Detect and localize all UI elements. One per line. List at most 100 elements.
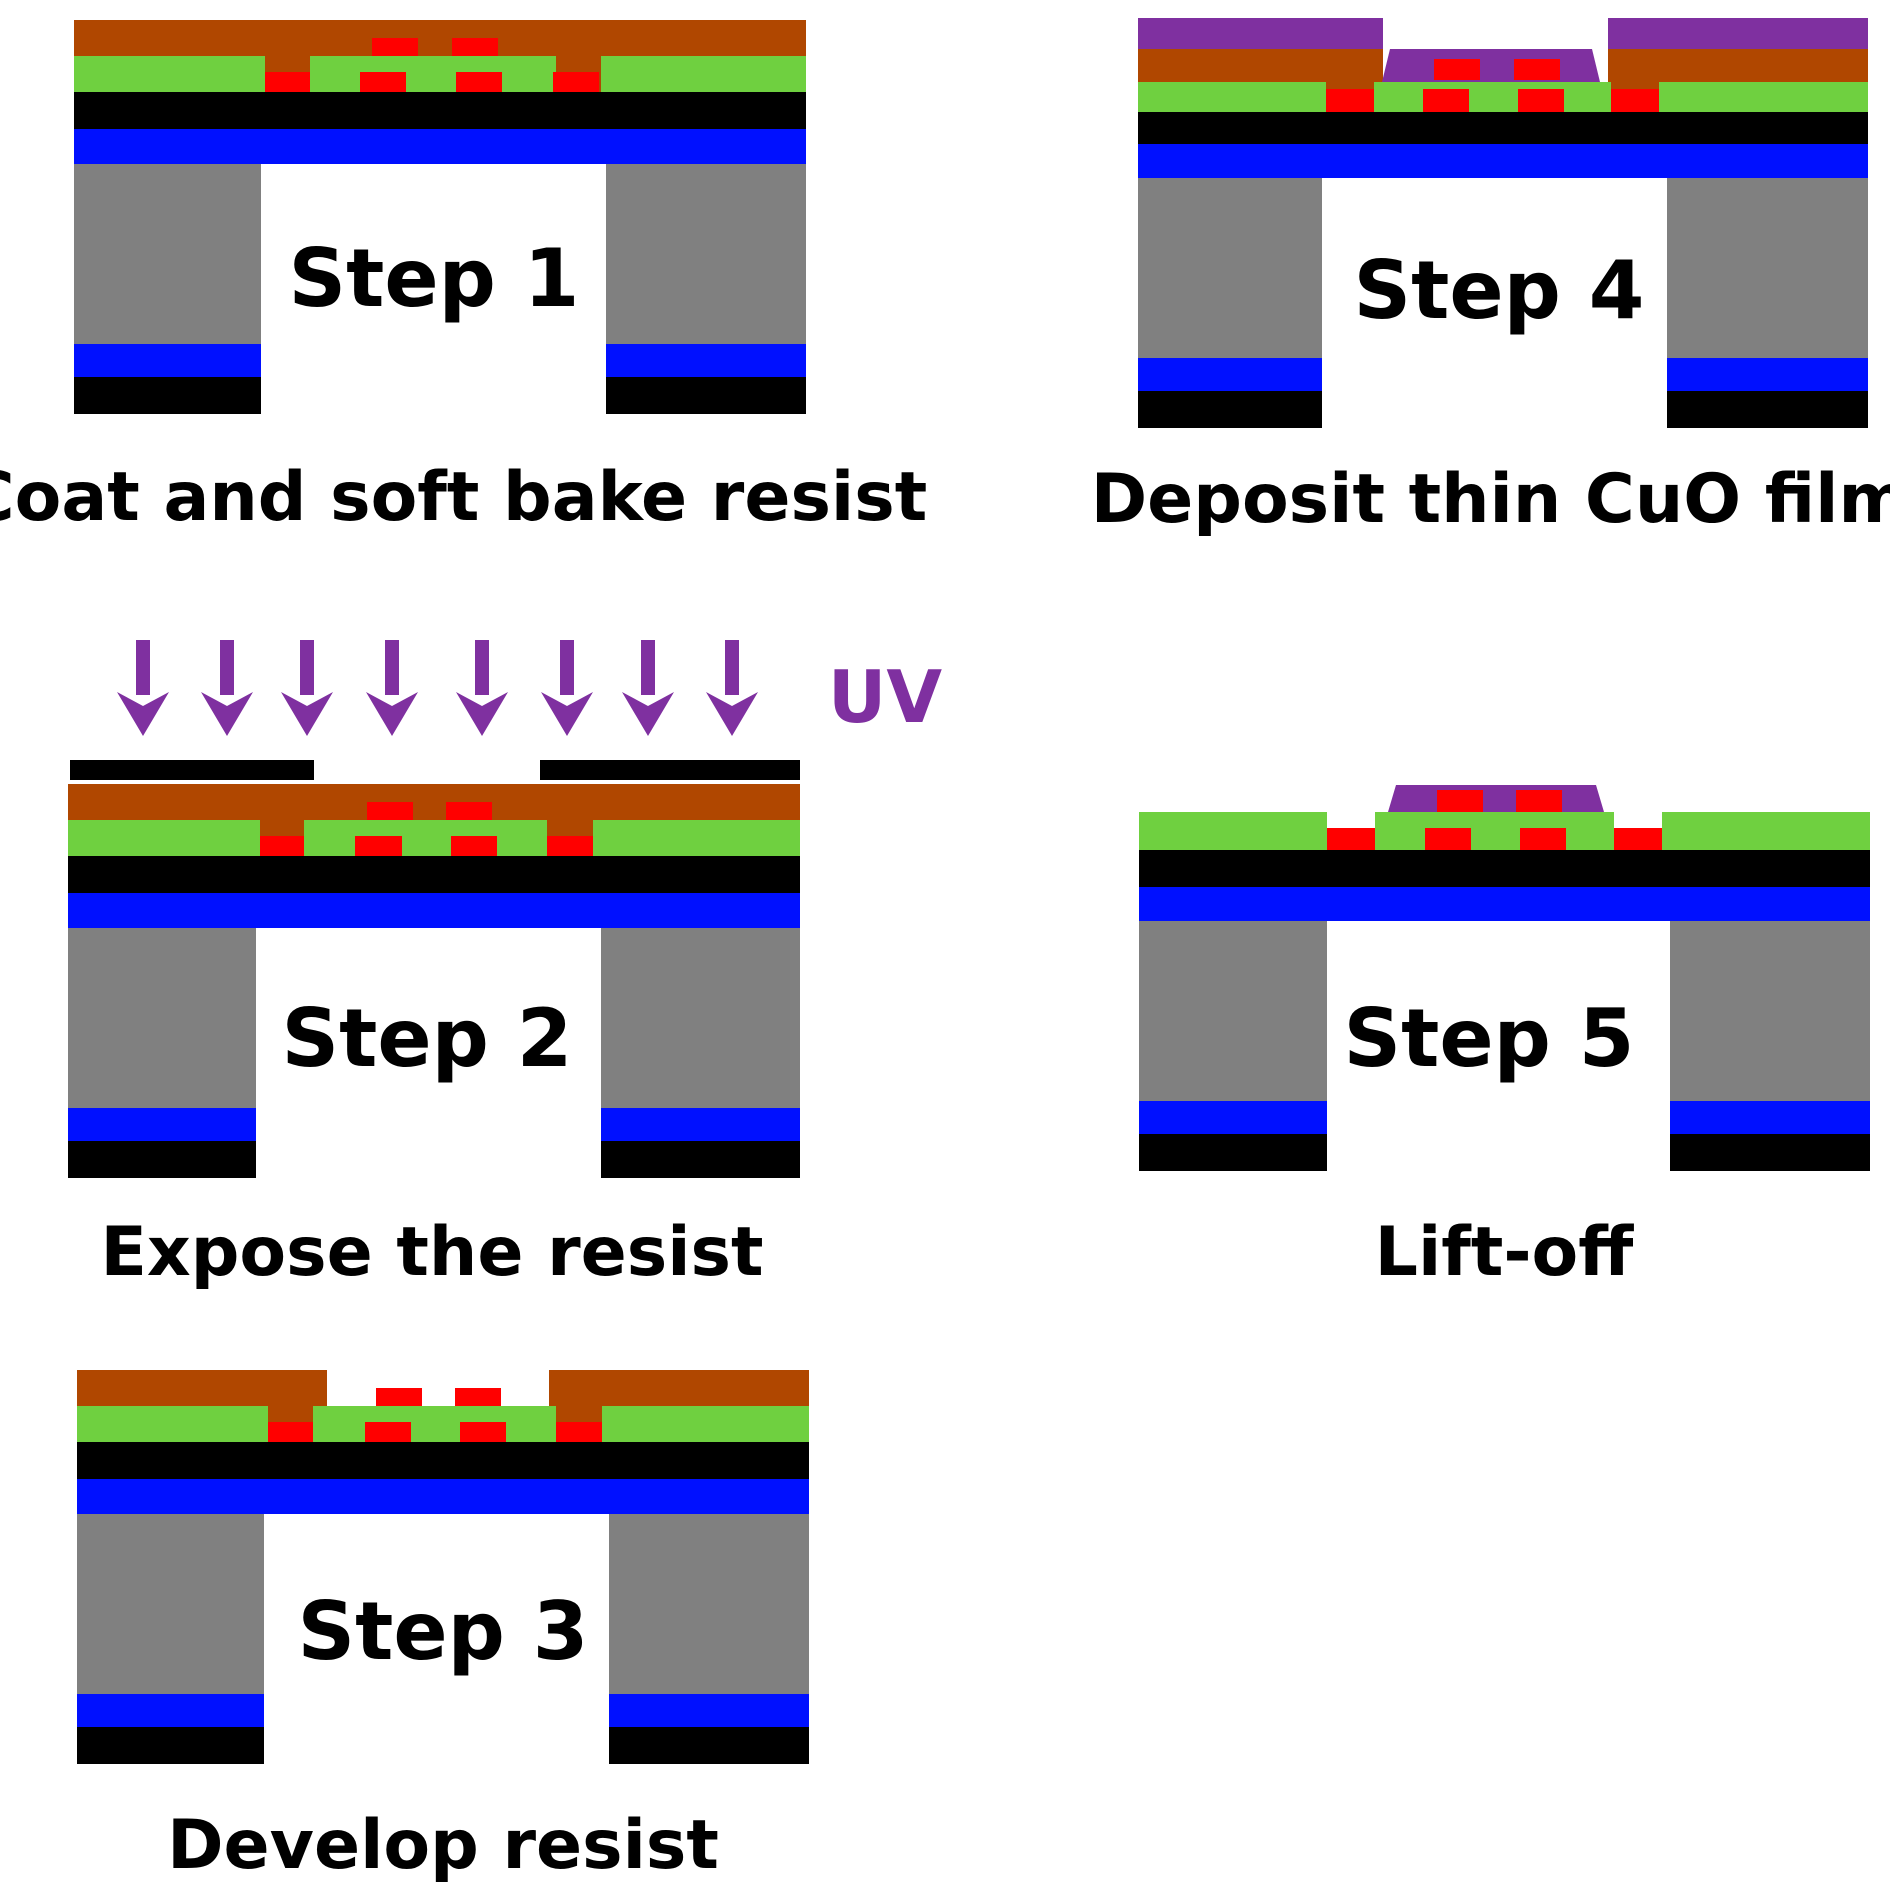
passivation-layer [304, 820, 547, 856]
cuo-film [1608, 18, 1868, 49]
silicon-leg [74, 164, 261, 344]
electrode [367, 802, 413, 820]
uv-arrow-icon [281, 640, 333, 736]
passivation-layer [1138, 82, 1326, 112]
passivation-layer [313, 1406, 556, 1442]
dielectric-layer [1138, 112, 1868, 144]
passivation-layer [601, 56, 806, 92]
step-caption: Coat and soft bake resist [0, 458, 927, 537]
electrode [1518, 89, 1564, 112]
silicon-leg [1667, 178, 1868, 358]
step-caption: Develop resist [167, 1806, 719, 1885]
step-3-cross-section: Step 3 [77, 1370, 809, 1764]
dielectric-layer [77, 1442, 809, 1479]
backside-nitride [1667, 391, 1868, 428]
electrode [365, 1422, 411, 1442]
electrode [372, 38, 418, 56]
step-2-cross-section: UV Step 2 [68, 640, 942, 1178]
backside-oxide [1139, 1101, 1327, 1134]
electrode [452, 38, 498, 56]
backside-nitride [1138, 391, 1322, 428]
step-5-cross-section: Step 5 [1139, 785, 1870, 1171]
uv-label: UV [828, 655, 942, 739]
electrode [1425, 828, 1471, 850]
silicon-leg [1670, 921, 1870, 1101]
passivation-layer [77, 1406, 268, 1442]
resist-layer [1138, 49, 1383, 82]
step-label: Step 5 [1344, 992, 1635, 1085]
dielectric-layer [1139, 850, 1870, 887]
step-label: Step 3 [298, 1585, 589, 1678]
cuo-film [1388, 785, 1604, 812]
backside-nitride [601, 1141, 800, 1178]
electrode [456, 72, 502, 92]
electrode [376, 1388, 422, 1406]
backside-oxide [606, 344, 806, 377]
electrode [260, 836, 304, 856]
electrode [446, 802, 492, 820]
passivation-layer [68, 820, 260, 856]
backside-oxide [68, 1108, 256, 1141]
cuo-film [1138, 18, 1383, 49]
electrode [451, 836, 497, 856]
step-1-cross-section: Step 1 [74, 20, 806, 414]
passivation-layer [310, 56, 556, 92]
electrode [547, 836, 593, 856]
backside-oxide [1670, 1101, 1870, 1134]
silicon-leg [1139, 921, 1327, 1101]
resist-layer [74, 20, 806, 56]
electrode [1611, 89, 1659, 112]
dielectric-layer [74, 92, 806, 129]
dielectric-layer [68, 856, 800, 893]
passivation-layer [1139, 812, 1327, 850]
electrode [1326, 89, 1374, 112]
electrode [1614, 828, 1662, 850]
uv-arrow-icon [706, 640, 758, 736]
uv-arrows [117, 640, 758, 736]
backside-oxide [74, 344, 261, 377]
electrode [265, 72, 310, 92]
silicon-leg [77, 1514, 264, 1694]
silicon-leg [609, 1514, 809, 1694]
passivation-layer [602, 1406, 809, 1442]
silicon-leg [601, 928, 800, 1108]
electrode [1423, 89, 1469, 112]
resist-layer [549, 1370, 809, 1406]
uv-arrow-icon [201, 640, 253, 736]
step-label: Step 4 [1354, 244, 1645, 337]
uv-arrow-icon [456, 640, 508, 736]
oxide-layer [74, 129, 806, 164]
oxide-layer [1139, 887, 1870, 921]
step-caption: Deposit thin CuO film [1091, 460, 1890, 539]
step-label: Step 2 [282, 992, 573, 1085]
electrode [556, 1422, 602, 1442]
backside-nitride [77, 1727, 264, 1764]
backside-nitride [68, 1141, 256, 1178]
backside-nitride [606, 377, 806, 414]
electrode [1514, 59, 1560, 80]
uv-arrow-icon [541, 640, 593, 736]
uv-arrow-icon [622, 640, 674, 736]
step-4-cross-section: Step 4 [1138, 18, 1868, 428]
electrode [355, 836, 402, 856]
backside-nitride [74, 377, 261, 414]
electrode [553, 72, 599, 92]
backside-nitride [1670, 1134, 1870, 1171]
passivation-layer [593, 820, 800, 856]
step-caption: Lift-off [1375, 1213, 1635, 1292]
photomask [540, 760, 800, 780]
uv-arrow-icon [117, 640, 169, 736]
silicon-leg [606, 164, 806, 344]
resist-layer [1608, 49, 1868, 82]
backside-nitride [609, 1727, 809, 1764]
silicon-leg [68, 928, 256, 1108]
silicon-leg [1138, 178, 1322, 358]
passivation-layer [74, 56, 265, 92]
backside-oxide [601, 1108, 800, 1141]
electrode [360, 72, 406, 92]
cuo-film [1382, 49, 1600, 82]
backside-oxide [77, 1694, 264, 1727]
electrode [1516, 790, 1562, 812]
